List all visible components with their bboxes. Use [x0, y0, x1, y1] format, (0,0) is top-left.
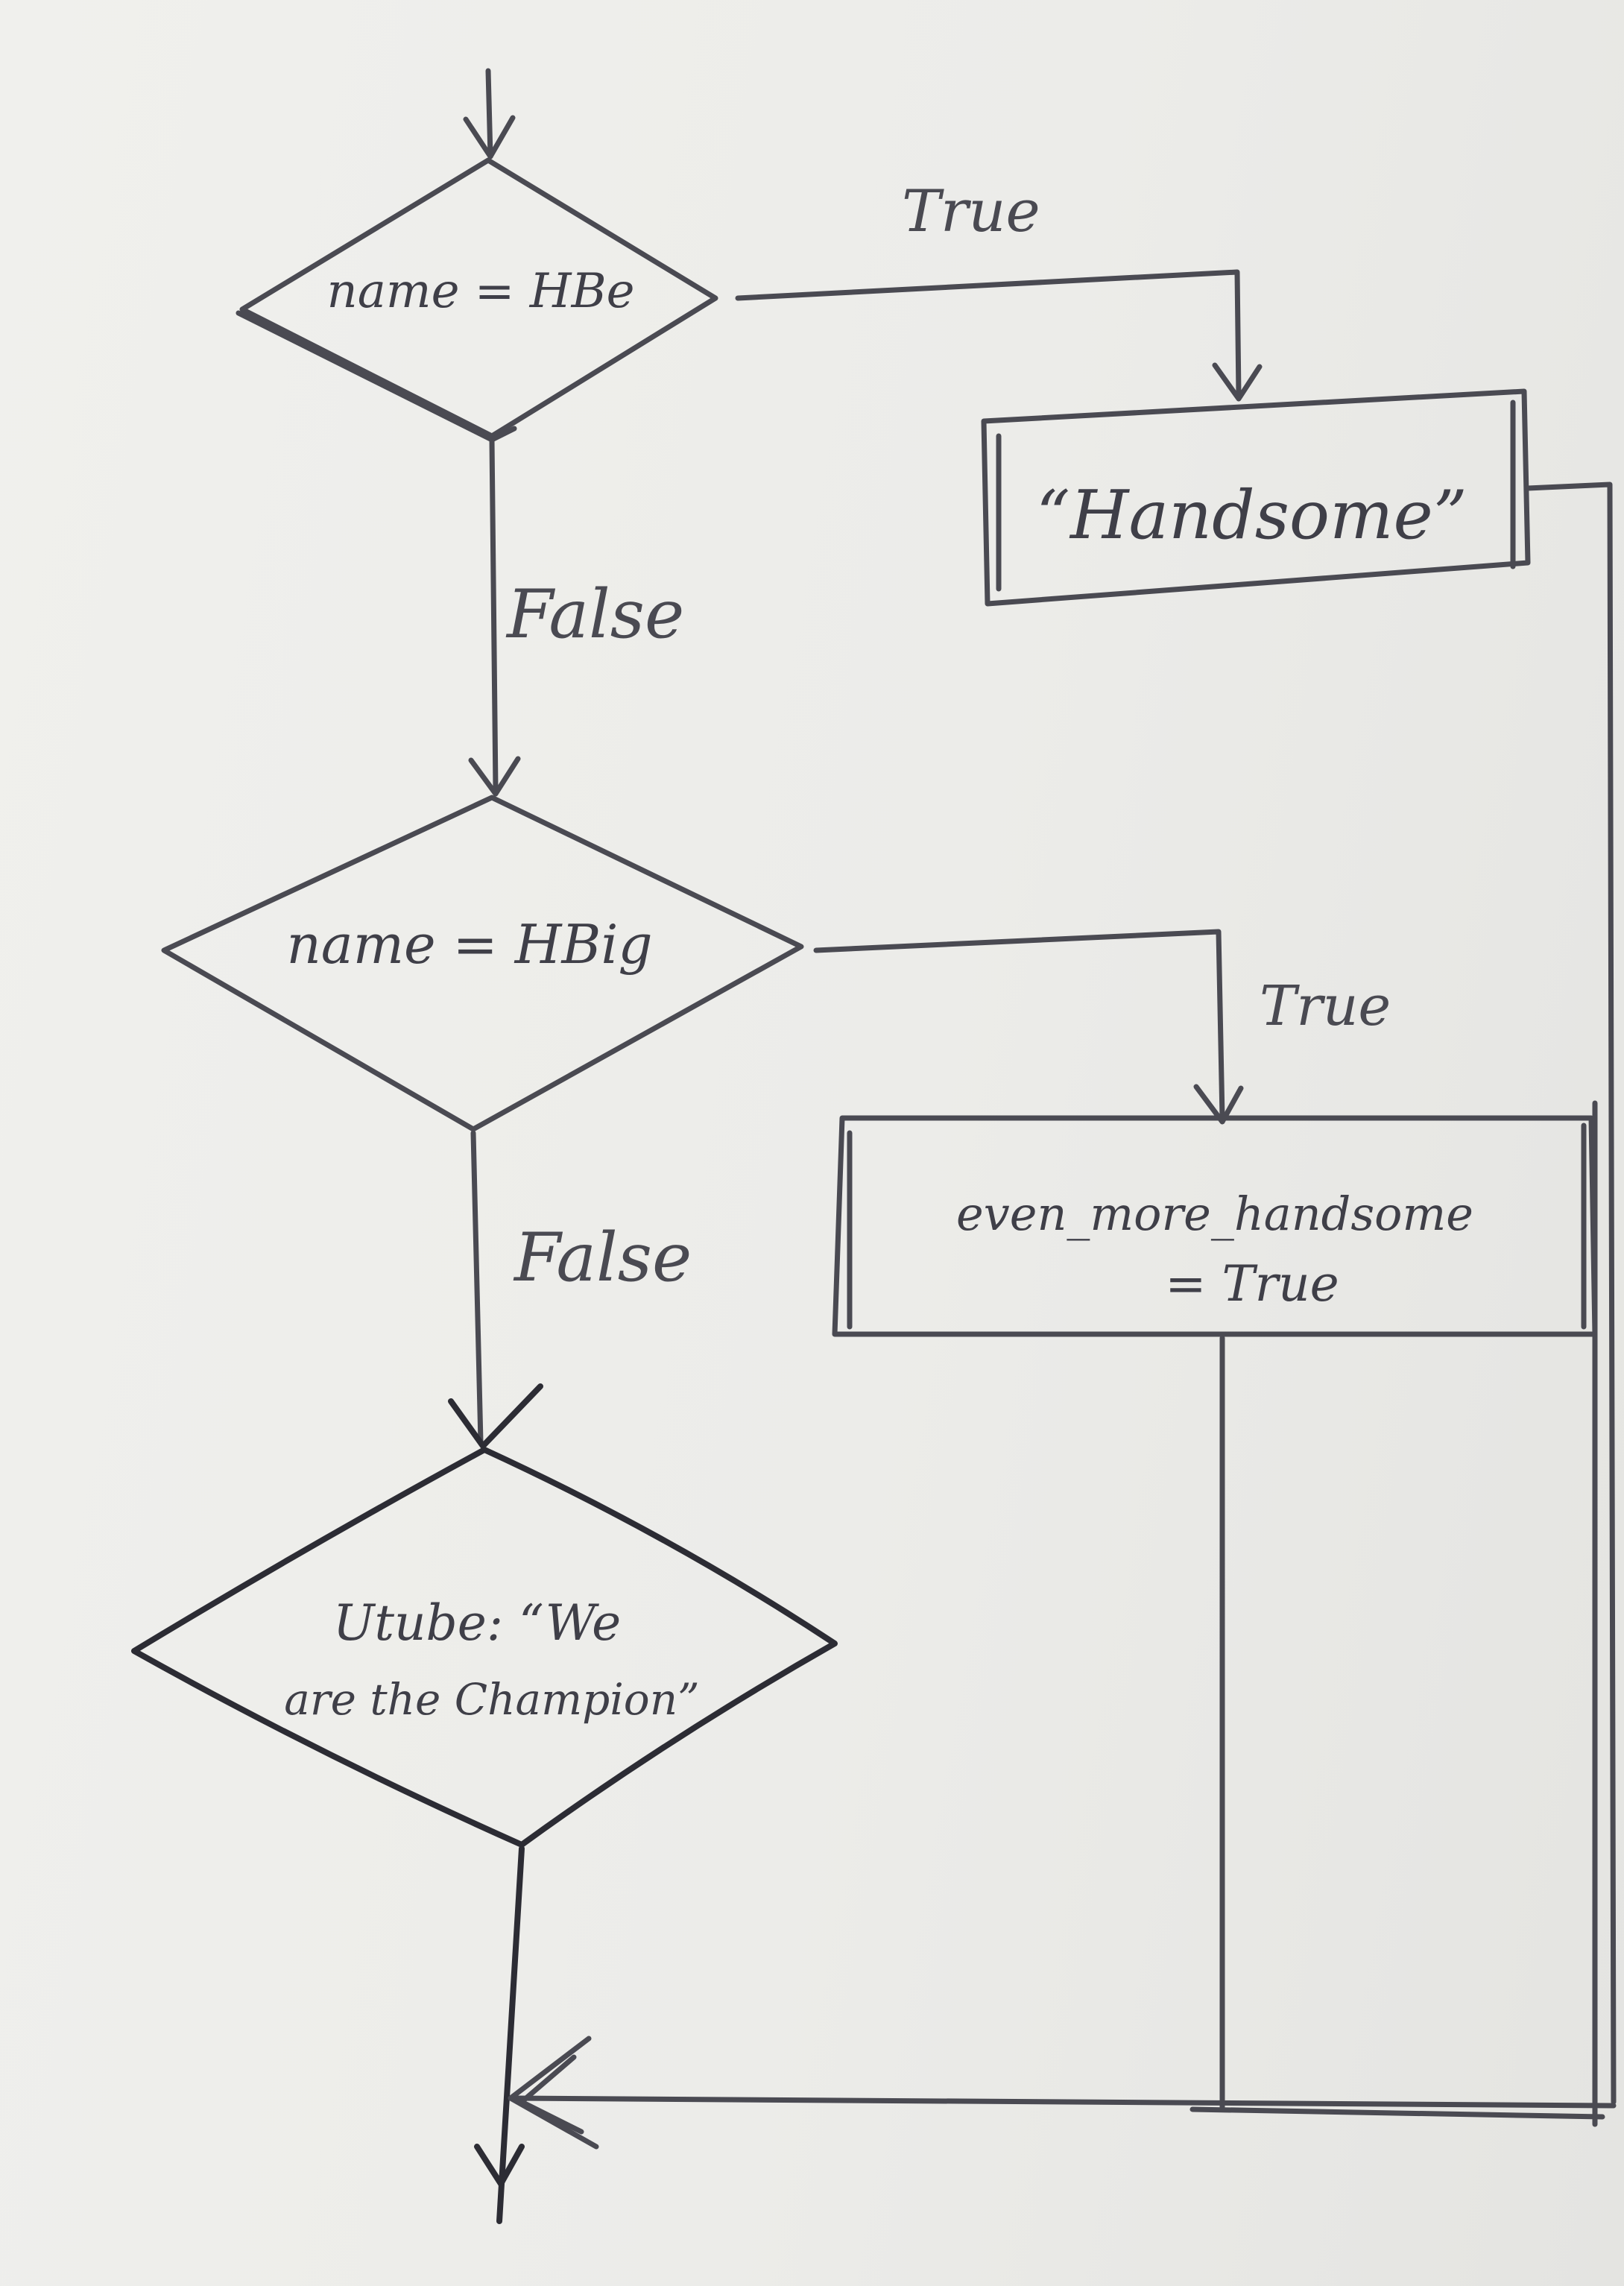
decision-hbig: name = HBig: [161, 795, 804, 1132]
edge-hbe-true: True: [735, 178, 1263, 402]
decision-utube-line1: Utube: “We: [333, 1594, 621, 1652]
decision-hbig-text: name = HBig: [286, 913, 652, 976]
edge-hbe-false-label: False: [505, 575, 684, 654]
decision-hbe-text: name = HBe: [327, 264, 635, 319]
edge-hbig-true: True: [813, 929, 1391, 1125]
process-handsome-box: [981, 388, 1531, 607]
decision-utube: Utube: “We are the Champion”: [131, 1447, 838, 1848]
edge-utube-exit: [474, 1845, 525, 2224]
edge-hbig-false-label: False: [513, 1219, 692, 1297]
entry-arrow: [463, 68, 516, 160]
edge-hbe-false: False: [468, 437, 684, 797]
decision-utube-diamond: [131, 1447, 838, 1848]
process-handsome: “Handsome”: [981, 388, 1531, 607]
decision-hbe: name = HBe: [236, 157, 718, 443]
edge-hbig-false: False: [448, 1130, 692, 1449]
edge-hbig-true-label: True: [1260, 974, 1391, 1038]
merge-connectors: [508, 481, 1617, 2150]
decision-hbe-diamond: [239, 157, 718, 439]
process-even-more-line2: = True: [1165, 1255, 1339, 1313]
process-even-more: even_more_handsome = True: [832, 1115, 1598, 1337]
process-even-more-line1: even_more_handsome: [956, 1187, 1473, 1241]
decision-hbig-diamond: [161, 795, 804, 1132]
edge-hbe-true-label: True: [902, 178, 1040, 245]
decision-utube-line2: are the Champion”: [284, 1674, 699, 1725]
process-handsome-text: “Handsome”: [1036, 476, 1467, 555]
